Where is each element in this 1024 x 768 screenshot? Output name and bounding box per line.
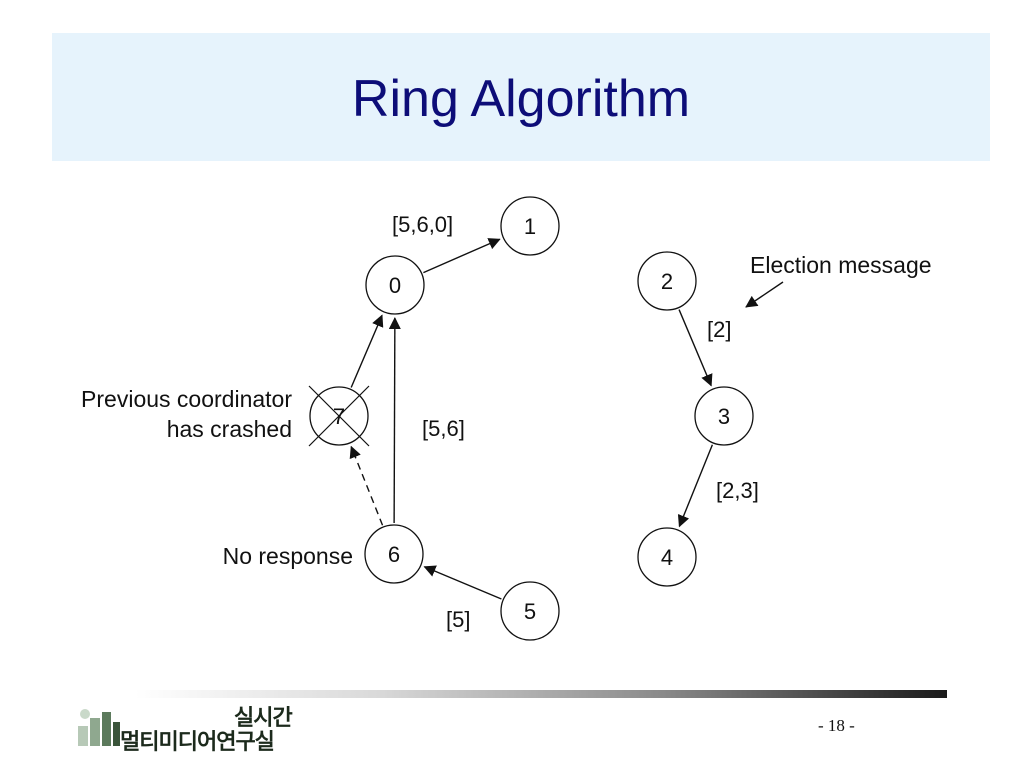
node-circle-4 bbox=[637, 527, 697, 587]
node-circle-3 bbox=[694, 386, 754, 446]
edge-6-to-7 bbox=[349, 445, 384, 526]
edge-7-to-0 bbox=[350, 314, 384, 388]
node-label-2: 2 bbox=[661, 269, 673, 294]
node-label-5: 5 bbox=[524, 599, 536, 624]
footer-divider bbox=[135, 690, 947, 698]
lab-logo-text-line1: 실시간 bbox=[234, 706, 293, 731]
node-5: 5 bbox=[500, 581, 560, 641]
title-band: Ring Algorithm bbox=[52, 33, 990, 161]
node-1: 1 bbox=[500, 196, 560, 256]
node-circle-0 bbox=[365, 255, 425, 315]
node-label-0: 0 bbox=[389, 273, 401, 298]
election-message-label: Election message bbox=[750, 252, 932, 278]
edge-0-to-1 bbox=[423, 238, 501, 274]
no-response-label: No response bbox=[223, 543, 353, 569]
node-7: 7 bbox=[308, 385, 370, 447]
lab-logo-text-line2: 멀티미디어연구실 bbox=[120, 730, 275, 755]
page-number: - 18 - bbox=[818, 716, 855, 735]
node-4: 4 bbox=[637, 527, 697, 587]
message-label-2-to-3: [2] bbox=[707, 317, 731, 342]
message-label-5-to-6: [5] bbox=[446, 607, 470, 632]
node-label-4: 4 bbox=[661, 545, 673, 570]
node-6: 6 bbox=[364, 524, 424, 584]
node-label-3: 3 bbox=[718, 404, 730, 429]
node-label-1: 1 bbox=[524, 214, 536, 239]
edge-6-to-0 bbox=[388, 316, 401, 524]
node-2: 2 bbox=[637, 251, 697, 311]
lab-logo: 실시간 멀티미디어연구실 bbox=[76, 698, 316, 755]
edge-3-to-4 bbox=[677, 444, 714, 528]
node-0: 0 bbox=[365, 255, 425, 315]
node-label-6: 6 bbox=[388, 542, 400, 567]
message-label-3-to-4: [2,3] bbox=[716, 478, 759, 503]
node-circle-1 bbox=[500, 196, 560, 256]
node-circle-6 bbox=[364, 524, 424, 584]
previous-coordinator-label-line1: Previous coordinator bbox=[81, 386, 292, 412]
slide-title: Ring Algorithm bbox=[351, 70, 691, 128]
node-circle-5 bbox=[500, 581, 560, 641]
message-label-0-to-1: [5,6,0] bbox=[392, 212, 453, 237]
message-label-6-to-0: [5,6] bbox=[422, 416, 465, 441]
crashed-cross-mark-7-1 bbox=[308, 385, 370, 447]
node-3: 3 bbox=[694, 386, 754, 446]
edge-2-to-3 bbox=[678, 309, 713, 387]
edge-5-to-6 bbox=[423, 565, 502, 600]
node-circle-2 bbox=[637, 251, 697, 311]
previous-coordinator-label-line2: has crashed bbox=[167, 416, 292, 442]
election-message-pointer bbox=[745, 281, 784, 308]
lab-logo-icon bbox=[78, 709, 120, 746]
